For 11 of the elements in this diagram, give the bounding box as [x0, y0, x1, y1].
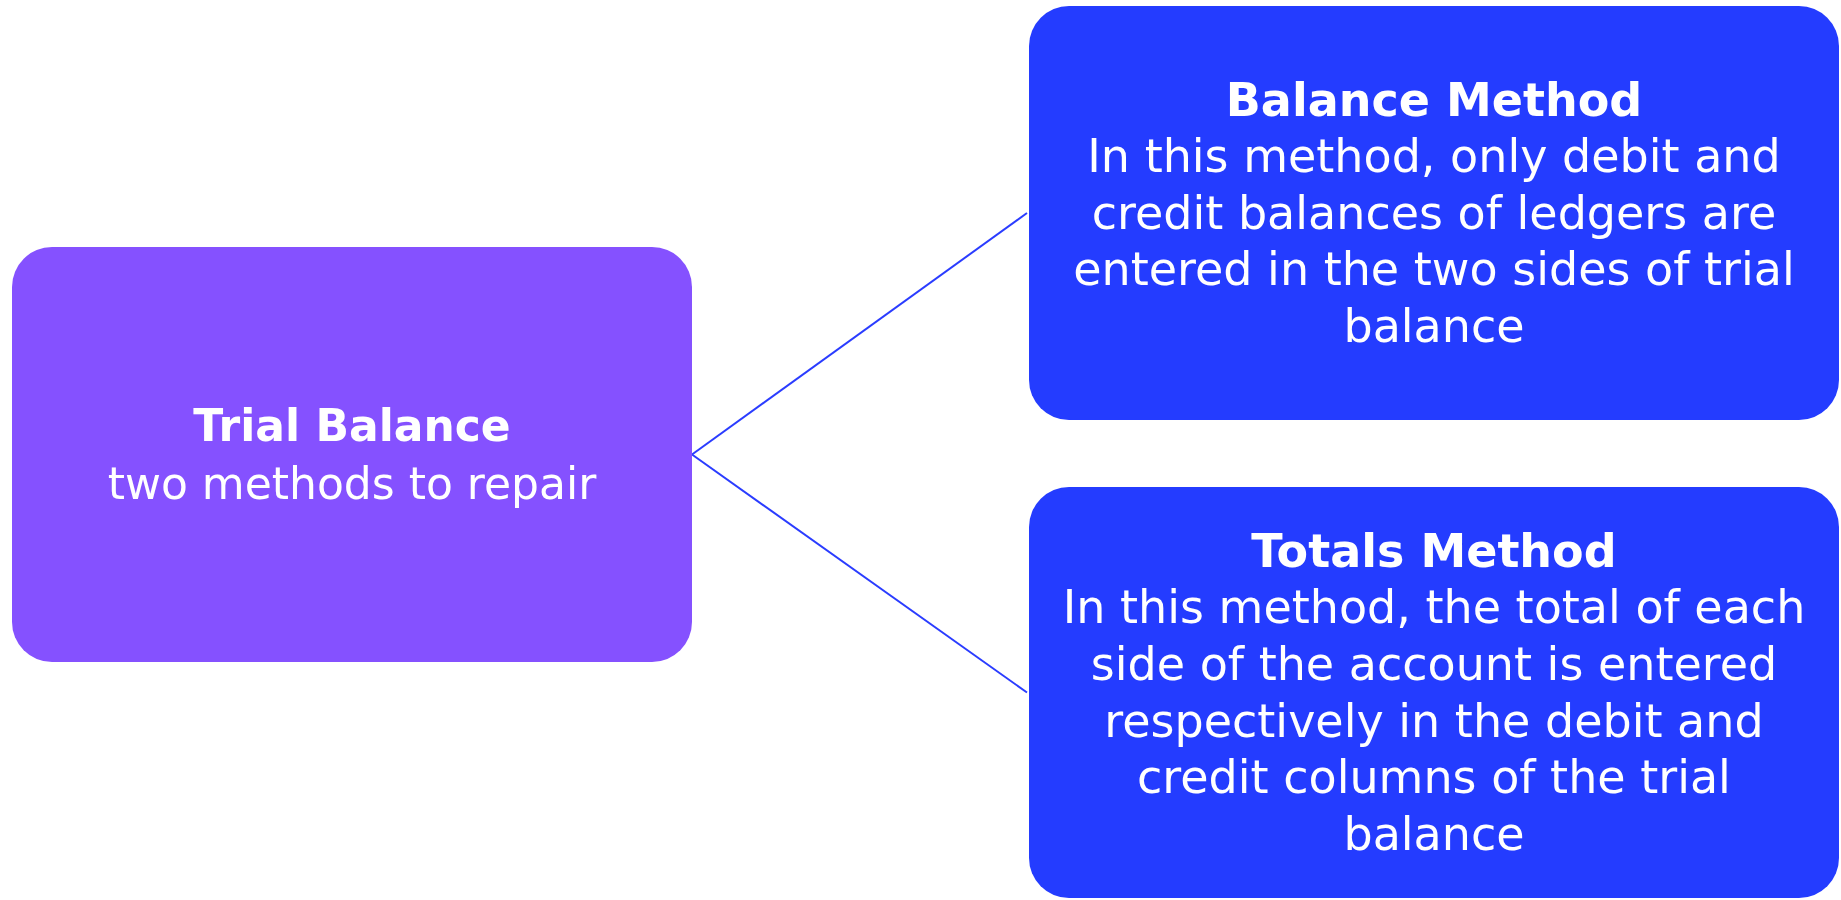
box-description: In this method, the total of each side of the account is entered respectively in the debit and credit columns of the trial balance: [1061, 579, 1807, 863]
box-title: Trial Balance: [193, 399, 511, 454]
process-box: [1029, 6, 1839, 420]
process-box: [1029, 487, 1839, 898]
process-box: [12, 247, 692, 662]
box-description: In this method, only debit and credit balances of ledgers are entered in the two sides of trial balance: [1072, 128, 1796, 355]
connector-line: [691, 453, 1028, 694]
box-description: two methods to repair: [107, 456, 597, 511]
connector-line: [691, 212, 1028, 456]
box-title: Balance Method: [1225, 71, 1643, 129]
box-title: Totals Method: [1251, 522, 1617, 580]
